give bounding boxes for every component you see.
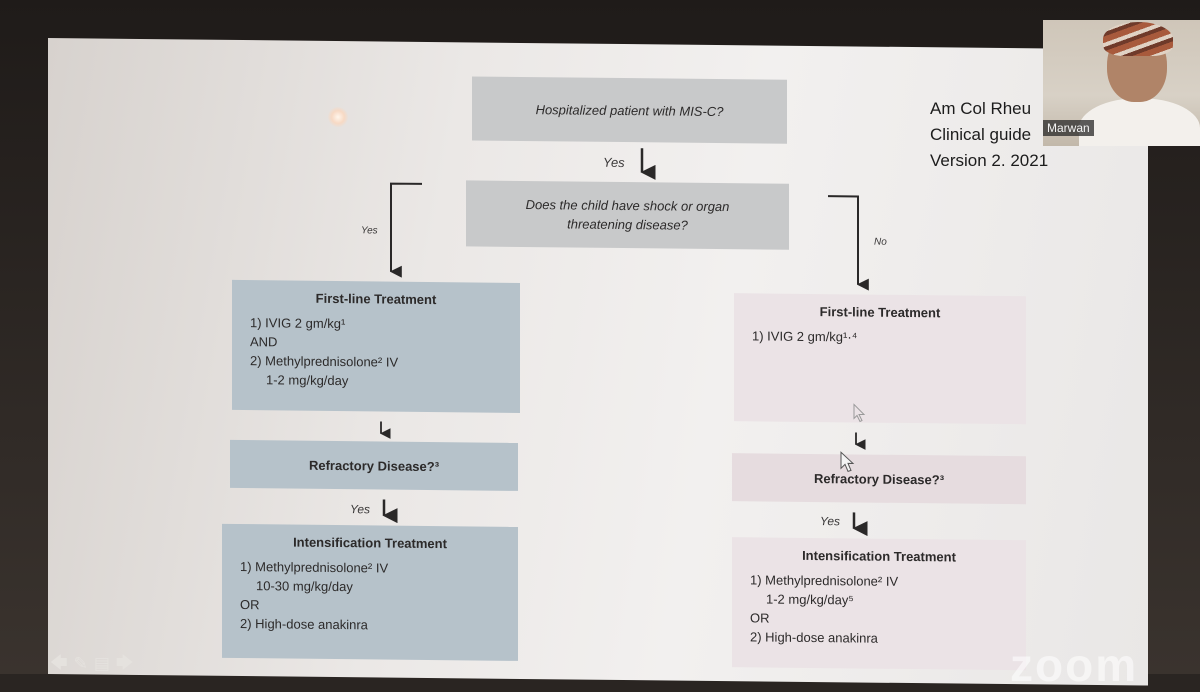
participant-name-tag: Marwan bbox=[1043, 120, 1094, 136]
reference-line-1: Am Col Rheu bbox=[930, 99, 1032, 118]
participant-headwear bbox=[1103, 22, 1173, 56]
zoom-watermark: zoom bbox=[1010, 639, 1139, 691]
participant-video-tile[interactable]: Marwan bbox=[1043, 20, 1200, 146]
slide-toolbar: 🡄 ✎ ▤ 🡆 bbox=[50, 653, 133, 674]
mouse-cursor-icon bbox=[840, 451, 855, 472]
reference-citation: Am Col Rheu Clinical guide Version 2. 20… bbox=[930, 96, 1048, 174]
notes-icon[interactable]: ▤ bbox=[93, 654, 110, 673]
back-arrow-icon[interactable]: 🡄 bbox=[50, 652, 68, 672]
flow-arrows bbox=[379, 148, 869, 537]
participant-shoulders bbox=[1079, 98, 1200, 146]
presentation-slide: Hospitalized patient with MIS-C? Yes Doe… bbox=[48, 38, 1148, 686]
cursor-ghost-icon bbox=[853, 403, 866, 423]
pen-icon[interactable]: ✎ bbox=[73, 654, 88, 673]
arrow-question-to-right bbox=[828, 195, 869, 291]
reference-line-3: Version 2. 2021 bbox=[930, 151, 1049, 170]
reference-line-2: Clinical guide bbox=[930, 125, 1032, 144]
arrow-question-to-left bbox=[389, 182, 422, 278]
forward-arrow-icon[interactable]: 🡆 bbox=[115, 652, 134, 672]
